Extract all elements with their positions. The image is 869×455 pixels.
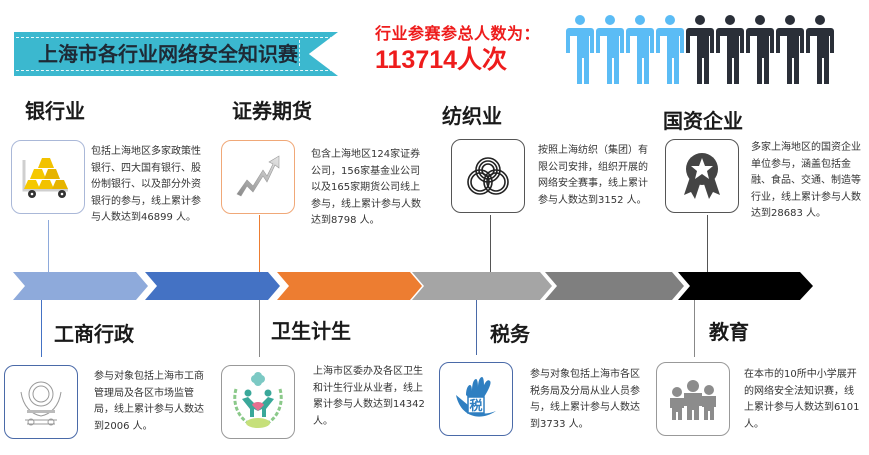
person-icon [626,15,654,84]
timeline-segment-4 [412,272,552,300]
person-icon [686,15,714,84]
tax-description: 参与对象包括上海市各区税务局及分局从业人员参与，线上累计参与人数达到3733 人… [530,369,640,430]
securities-description: 包含上海地区124家证券公司，156家基金业公司以及165家期货公司线上参与，线… [311,149,421,226]
tax-hand-icon: 税 [456,377,496,417]
person-icon [806,15,834,84]
person-icon [596,15,624,84]
timeline-segment-3 [277,272,422,300]
title-ribbon: 上海市各行业网络安全知识赛 [14,32,338,76]
person-icon [776,15,804,84]
family-group-icon [670,380,716,420]
tax-icon-card: 税 [439,362,513,436]
textile-icon-card [451,139,525,213]
category-title-health: 卫生计生 [271,319,351,343]
connector-line [259,300,260,357]
national-emblem-icon [20,381,62,426]
connector-line [41,300,42,357]
category-title-education: 教育 [709,320,749,344]
category-title-tax: 税务 [490,322,530,346]
svg-text:税: 税 [469,398,482,414]
commerce-description: 参与对象包括上海市工商管理局及各区市场监管局，线上累计参与人数达到2006 人。 [94,371,204,432]
health-family-icon [233,372,283,428]
gold-cart-icon [22,158,68,198]
wool-logo-icon [467,157,509,195]
banking-icon-card [11,140,85,214]
category-title-banking: 银行业 [25,99,85,123]
award-ribbon-icon [684,153,720,199]
category-title-commerce: 工商行政 [54,322,134,346]
health-description: 上海市区委办及各区卫生和计生行业从业者，线上累计参与人数达到14342 人。 [313,366,425,427]
soe-description: 多家上海地区的国资企业单位参与，涵盖包括金融、食品、交通、制造等行业，线上累计参… [751,142,861,219]
timeline-segment-6 [678,272,813,300]
commerce-icon-card [4,365,78,439]
growth-arrow-icon [236,155,280,197]
category-title-soe: 国资企业 [663,109,743,133]
page-title: 上海市各行业网络安全知识赛 [38,42,298,66]
soe-icon-card [665,139,739,213]
total-label: 行业参赛参总人数为： [375,24,541,43]
health-icon-card [221,365,295,439]
connector-line [490,215,491,272]
banking-description: 包括上海地区多家政策性银行、四大国有银行、股份制银行、以及部分外资银行的参与，线… [91,146,201,223]
connector-line [707,215,708,272]
timeline-segment-2 [145,272,280,300]
timeline-segment-5 [545,272,684,300]
person-icon [566,15,594,84]
textile-description: 按照上海纺织（集团）有限公司安排，组织开展的网络安全赛事，线上累计参与人数达到3… [538,145,648,206]
person-icon [746,15,774,84]
timeline-segment-1 [13,272,148,300]
timeline-arrow-bar [13,272,813,300]
category-title-securities: 证券期货 [232,99,312,123]
category-title-textile: 纺织业 [442,104,502,128]
education-icon-card [656,362,730,436]
person-icon [656,15,684,84]
connector-line [259,215,260,272]
education-description: 在本市的10所中小学展开的网络安全法知识赛，线上累计参与人数达到6101 人。 [744,369,860,430]
person-icon [716,15,744,84]
connector-line [694,300,695,357]
total-value: 113714人次 [375,46,508,74]
connector-line [48,220,49,272]
connector-line [476,300,477,355]
people-icon-row [566,14,834,86]
securities-icon-card [221,140,295,214]
